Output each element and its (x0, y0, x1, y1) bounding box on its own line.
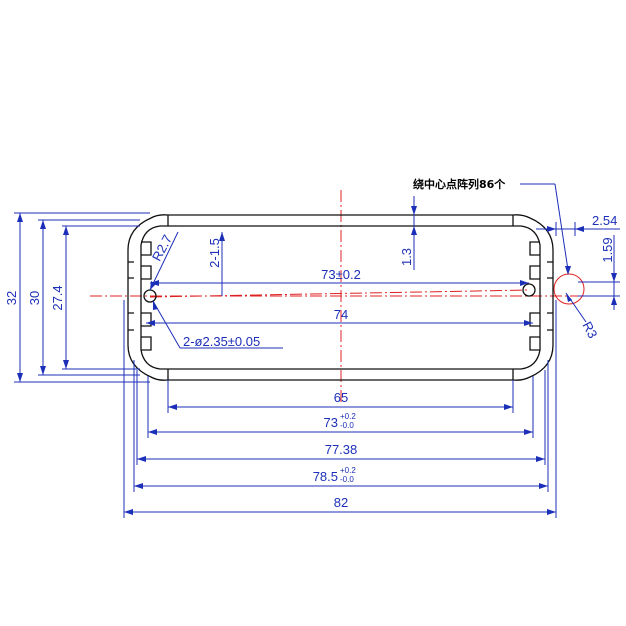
dim-73: 73 +0.2 -0.0 (147, 376, 534, 438)
dim-73-0-2: 73±0.2 (150, 267, 529, 286)
right-screw-hole (522, 283, 536, 297)
svg-text:82: 82 (334, 495, 348, 510)
dim-78-5: 78.5 +0.2 -0.0 (133, 360, 549, 492)
svg-text:78.5: 78.5 (313, 469, 338, 484)
dim-2-1-5: 2-1.5 (207, 232, 225, 296)
svg-text:-0.0: -0.0 (340, 421, 354, 430)
dim-74: 74 (146, 307, 533, 326)
dim-65: 65 (167, 380, 514, 413)
svg-text:74: 74 (334, 307, 348, 322)
dim-77-38: 77.38 (136, 370, 546, 465)
svg-text:2-1.5: 2-1.5 (207, 238, 222, 268)
dim-2-54: 2.54 (536, 213, 620, 236)
svg-text:绕中心点阵列86个: 绕中心点阵列86个 (413, 177, 506, 191)
dim-r2-7: R2.7 (149, 231, 179, 291)
svg-text:65: 65 (334, 390, 348, 405)
dim-27-4: 27.4 (50, 225, 140, 370)
svg-text:73±0.2: 73±0.2 (321, 267, 361, 282)
svg-text:73: 73 (324, 415, 338, 430)
note-array: 绕中心点阵列86个 (413, 177, 571, 275)
dim-r3: R3 (565, 292, 600, 341)
svg-text:R3: R3 (579, 319, 600, 341)
dim-82: 82 (123, 300, 557, 518)
dim-1-3: 1.3 (399, 196, 417, 270)
svg-text:+0.2: +0.2 (340, 466, 356, 475)
detail-circle (553, 273, 585, 305)
svg-text:32: 32 (4, 291, 19, 305)
dim-32: 32 (4, 212, 150, 383)
svg-text:-0.0: -0.0 (340, 475, 354, 484)
svg-text:1.59: 1.59 (600, 237, 615, 262)
svg-text:1.3: 1.3 (399, 248, 414, 266)
svg-text:77.38: 77.38 (325, 442, 358, 457)
svg-text:+0.2: +0.2 (340, 412, 356, 421)
svg-text:2.54: 2.54 (592, 213, 617, 228)
svg-text:30: 30 (27, 291, 42, 305)
dim-1-59: 1.59 (578, 235, 620, 310)
svg-text:R2.7: R2.7 (149, 232, 175, 263)
svg-text:27.4: 27.4 (50, 285, 65, 310)
dim-holes: 2-ø2.35±0.05 (152, 300, 283, 349)
dim-30: 30 (27, 219, 140, 376)
hole-axis-line (149, 289, 529, 298)
svg-text:2-ø2.35±0.05: 2-ø2.35±0.05 (183, 334, 260, 349)
